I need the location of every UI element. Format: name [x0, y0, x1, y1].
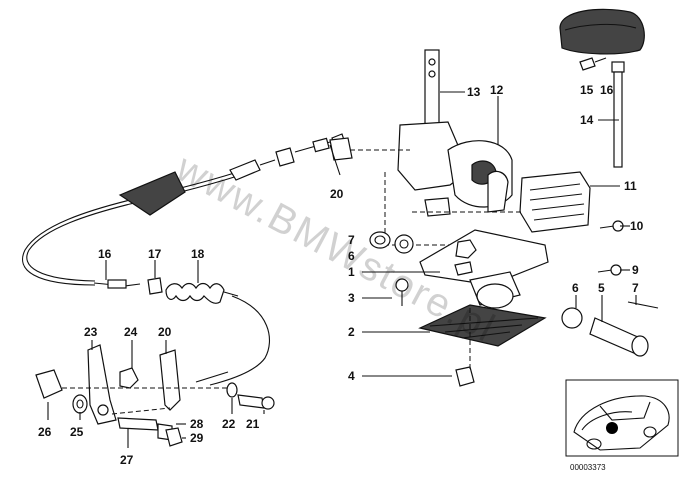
callout-27: 26: [38, 425, 52, 439]
callout-5: 5: [598, 281, 605, 295]
callout-18: 17: [148, 247, 162, 261]
callout-12: 12: [490, 83, 504, 97]
callout-6a: 6: [348, 249, 355, 263]
shift-lever-assembly: [350, 49, 591, 246]
lower-linkage: [35, 344, 275, 447]
callout-2: 2: [348, 325, 355, 339]
cable-grommet: [118, 171, 186, 216]
cable-end-parts: [147, 277, 239, 304]
car-location-thumbnail: 00003373: [565, 379, 679, 472]
diagram-id: 00003373: [570, 463, 606, 472]
callout-25: 24: [124, 325, 138, 339]
callout-7: 7: [348, 233, 355, 247]
callout-24: 23: [84, 325, 98, 339]
callout-16: 16: [600, 83, 614, 97]
callout-28: 27: [120, 453, 134, 467]
callout-4: 4: [348, 369, 355, 383]
location-marker-icon: [606, 422, 618, 434]
callout-labels: 13 12 15 16 14 11 10 9 20 7 6 1 3 2 4 6 …: [38, 83, 644, 467]
callout-13: 13: [467, 85, 481, 99]
callout-30: 29: [190, 431, 204, 445]
callout-10: 10: [630, 219, 644, 233]
leader-lines: [47, 91, 637, 448]
callout-1: 1: [348, 265, 355, 279]
callout-19: 18: [191, 247, 205, 261]
callout-21: 20: [158, 325, 172, 339]
callout-29: 28: [190, 417, 204, 431]
callout-14: 14: [580, 113, 594, 127]
callout-3: 3: [348, 291, 355, 305]
callout-22: 21: [246, 417, 260, 431]
callout-6b: 6: [572, 281, 579, 295]
callout-15: 15: [580, 83, 594, 97]
callout-26: 25: [70, 425, 84, 439]
callout-23: 22: [222, 417, 236, 431]
callout-9: 9: [632, 263, 639, 277]
damper-pad: [418, 304, 547, 347]
callout-8: 7: [632, 281, 639, 295]
callout-17: 16: [98, 247, 112, 261]
base-plate: [418, 229, 549, 387]
small-parts: [329, 137, 659, 357]
callout-11: 11: [624, 179, 637, 193]
callout-20: 20: [330, 187, 344, 201]
